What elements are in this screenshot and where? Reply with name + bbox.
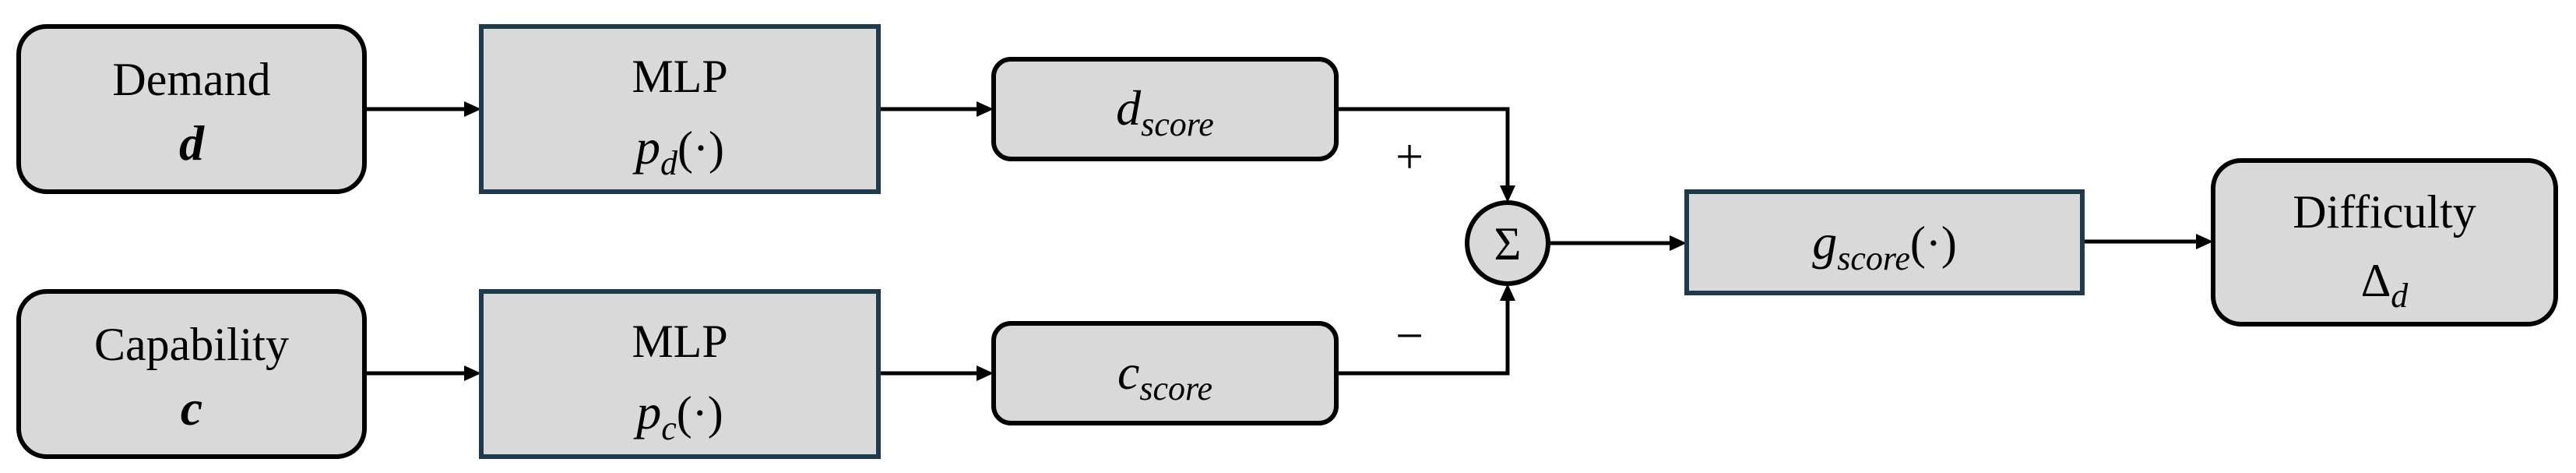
capability-label: Capability: [94, 319, 289, 370]
d-score-node: dscore: [991, 57, 1339, 161]
arrowhead-sum-bottom: [1500, 284, 1515, 301]
difficulty-symbol-group: Δd: [2361, 255, 2409, 315]
g-score-symbol: g: [1812, 214, 1837, 270]
mlp-d-func-symbol: p: [632, 119, 660, 175]
difficulty-sub: d: [2391, 277, 2409, 315]
arrowhead-g-score: [1670, 235, 1687, 251]
mlp-c-node: MLP pc(·): [479, 289, 881, 459]
demand-label: Demand: [112, 54, 270, 105]
demand-node: Demand d: [16, 24, 367, 194]
mlp-c-func-arg: (·): [677, 387, 723, 439]
d-score-text: dscore: [1116, 80, 1214, 143]
mlp-c-function: pc(·): [633, 384, 723, 447]
g-score-arg: (·): [1910, 217, 1957, 269]
arrowhead-mlp-c: [464, 365, 481, 381]
arrowhead-mlp-d: [464, 101, 481, 117]
minus-sign: −: [1395, 308, 1423, 363]
difficulty-symbol: Δ: [2361, 255, 2391, 306]
d-score-symbol: d: [1116, 80, 1142, 136]
g-score-text: gscore(·): [1812, 214, 1957, 277]
arrowhead-d-score: [977, 101, 994, 117]
d-score-sub: score: [1141, 105, 1214, 143]
c-score-symbol: c: [1117, 344, 1139, 400]
plus-sign: +: [1395, 129, 1423, 184]
edge-d-score-to-sum: [1336, 107, 1510, 189]
mlp-c-func-symbol: p: [633, 384, 661, 439]
mlp-d-function: pd(·): [632, 119, 724, 182]
mlp-c-label: MLP: [632, 316, 727, 367]
arrowhead-difficulty: [2196, 234, 2213, 249]
sum-symbol: Σ: [1494, 218, 1522, 270]
mlp-d-func-arg: (·): [677, 122, 724, 174]
edge-c-score-to-sum: [1336, 295, 1510, 376]
arrowhead-c-score: [977, 365, 994, 381]
capability-node: Capability c: [16, 289, 367, 459]
edges: [366, 107, 2201, 376]
g-score-node: gscore(·): [1684, 189, 2085, 295]
arrowhead-sum-top: [1500, 185, 1515, 203]
c-score-text: cscore: [1117, 344, 1212, 408]
c-score-node: cscore: [991, 321, 1339, 425]
capability-symbol: c: [181, 380, 202, 436]
demand-symbol: d: [179, 115, 205, 171]
g-score-sub: score: [1837, 239, 1910, 277]
c-score-sub: score: [1139, 369, 1212, 408]
mlp-d-label: MLP: [632, 51, 727, 102]
difficulty-label: Difficulty: [2293, 186, 2476, 238]
sum-node: Σ: [1465, 200, 1550, 286]
mlp-c-func-sub: c: [661, 409, 677, 447]
arrowheads: [464, 101, 2213, 381]
mlp-d-node: MLP pd(·): [479, 24, 881, 194]
mlp-d-func-sub: d: [660, 144, 678, 182]
difficulty-node: Difficulty Δd: [2211, 158, 2558, 327]
